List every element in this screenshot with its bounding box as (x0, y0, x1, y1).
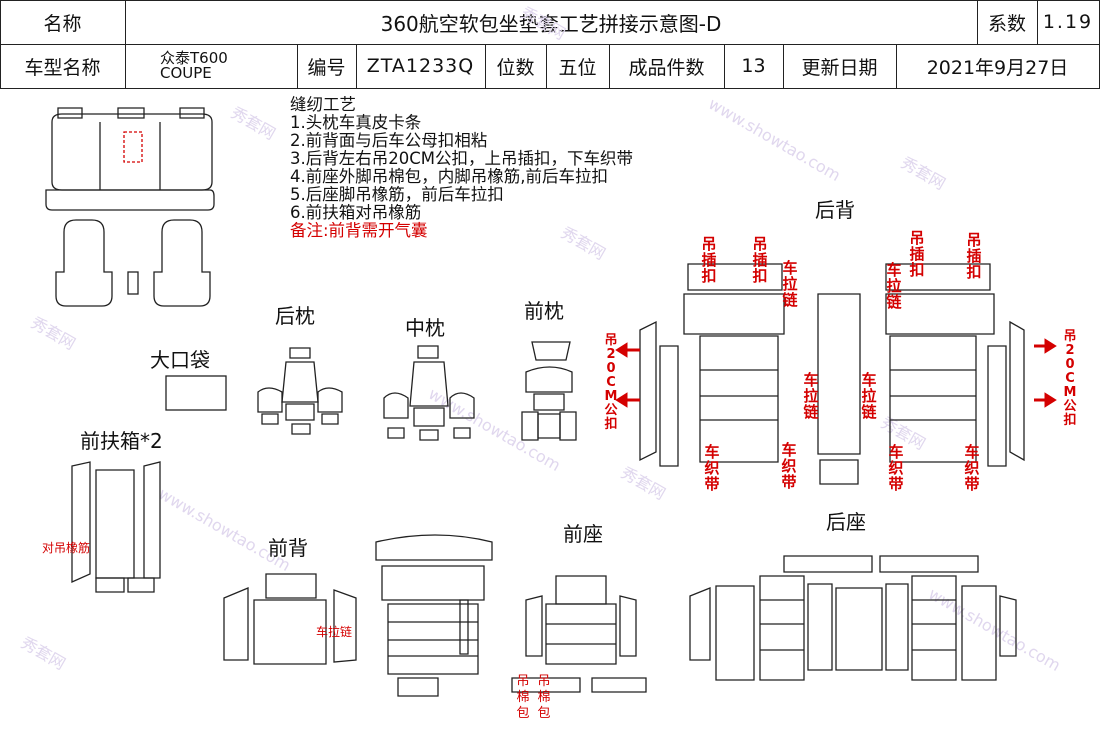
annot-hang-buckle: 吊插扣 (966, 231, 982, 281)
label-big-pocket: 大口袋 (150, 348, 210, 372)
note-item: 6.前扶箱对吊橡筋 (290, 203, 422, 222)
label-front-armrest: 前扶箱*2 (80, 429, 163, 453)
note-item: 3.后背左右吊20CM公扣，上吊插扣，下车织带 (290, 149, 633, 168)
front-back-pieces (223, 534, 493, 697)
pieces-value: 13 (741, 55, 766, 77)
annot-hang-20cm: 吊20CM公扣 (604, 333, 618, 432)
label-front-seat: 前座 (563, 522, 603, 546)
annot-car-webbing: 车织带 (781, 441, 797, 491)
rear-pillow-pieces (257, 347, 343, 435)
model-value-line2: COUPE (160, 64, 212, 82)
seats-value: 五位 (558, 56, 597, 79)
annot-car-zipper: 车拉链 (861, 371, 877, 421)
annot-car-webbing: 车织带 (704, 443, 720, 493)
coef-label: 系数 (987, 12, 1026, 35)
annot-hang-cotton: 吊棉包 (516, 674, 530, 721)
annot-pair-elastic: 对吊橡筋 (42, 541, 91, 555)
label-front-pillow: 前枕 (524, 299, 564, 323)
label-rear-back: 后背 (815, 198, 855, 222)
annot-car-zipper: 车拉链 (803, 371, 819, 421)
label-rear-pillow: 后枕 (275, 304, 315, 328)
model-value: 众泰T600 COUPE (154, 44, 300, 88)
annot-hang-buckle: 吊插扣 (752, 235, 768, 285)
code-label: 编号 (307, 56, 346, 79)
pattern-diagram (45, 107, 1057, 697)
seats-label: 位数 (496, 56, 535, 79)
seat-overview-icon (45, 107, 215, 307)
label-mid-pillow: 中枕 (405, 316, 445, 340)
annot-car-webbing: 车织带 (964, 443, 980, 493)
update-value: 2021年9月27日 (926, 56, 1069, 79)
front-seat-pieces (511, 575, 647, 693)
coef-value: 1.19 (1042, 11, 1094, 33)
notes-title: 缝纫工艺 (290, 95, 356, 114)
page-title: 360航空软包坐垫套工艺拼接示意图-D (380, 11, 722, 36)
model-label: 车型名称 (24, 56, 101, 79)
header-table: 名称 360航空软包坐垫套工艺拼接示意图-D 系数 1.19 车型名称 众泰T6… (0, 0, 1100, 89)
code-value: ZTA1233Q (366, 55, 475, 77)
note-item: 5.后座脚吊橡筋，前后车拉扣 (290, 185, 504, 204)
front-armrest-pieces (71, 461, 161, 593)
annot-car-webbing: 车织带 (888, 443, 904, 493)
annot-car-zipper: 车拉链 (316, 625, 353, 639)
rear-seat-pieces (689, 555, 1017, 681)
note-item: 2.前背面与后车公母扣相粘 (290, 131, 488, 150)
name-label: 名称 (43, 12, 82, 35)
big-pocket-piece (165, 375, 227, 411)
note-item: 1.头枕车真皮卡条 (290, 113, 422, 132)
annot-hang-buckle: 吊插扣 (909, 229, 925, 279)
update-label: 更新日期 (801, 56, 878, 79)
annot-hang-cotton: 吊棉包 (537, 674, 551, 721)
annot-car-zipper: 车拉链 (782, 259, 798, 309)
sewing-notes: 缝纫工艺 1.头枕车真皮卡条 2.前背面与后车公母扣相粘 3.后背左右吊20CM… (290, 96, 633, 240)
notes-remark: 备注:前背需开气囊 (290, 221, 428, 240)
annot-hang-20cm: 吊20CM公扣 (1063, 329, 1077, 428)
model-value-line1: 众泰T600 (160, 49, 228, 67)
mid-pillow-pieces (383, 345, 475, 441)
rear-back-pieces (639, 263, 1025, 485)
label-rear-seat: 后座 (826, 510, 866, 534)
annot-car-zipper: 车拉链 (886, 261, 902, 311)
front-pillow-pieces (521, 341, 577, 441)
label-front-back: 前背 (268, 536, 308, 560)
note-item: 4.前座外脚吊棉包，内脚吊橡筋,前后车拉扣 (290, 167, 608, 186)
pieces-label: 成品件数 (628, 56, 705, 79)
annot-hang-buckle: 吊插扣 (701, 235, 717, 285)
direction-arrows (615, 338, 1057, 408)
